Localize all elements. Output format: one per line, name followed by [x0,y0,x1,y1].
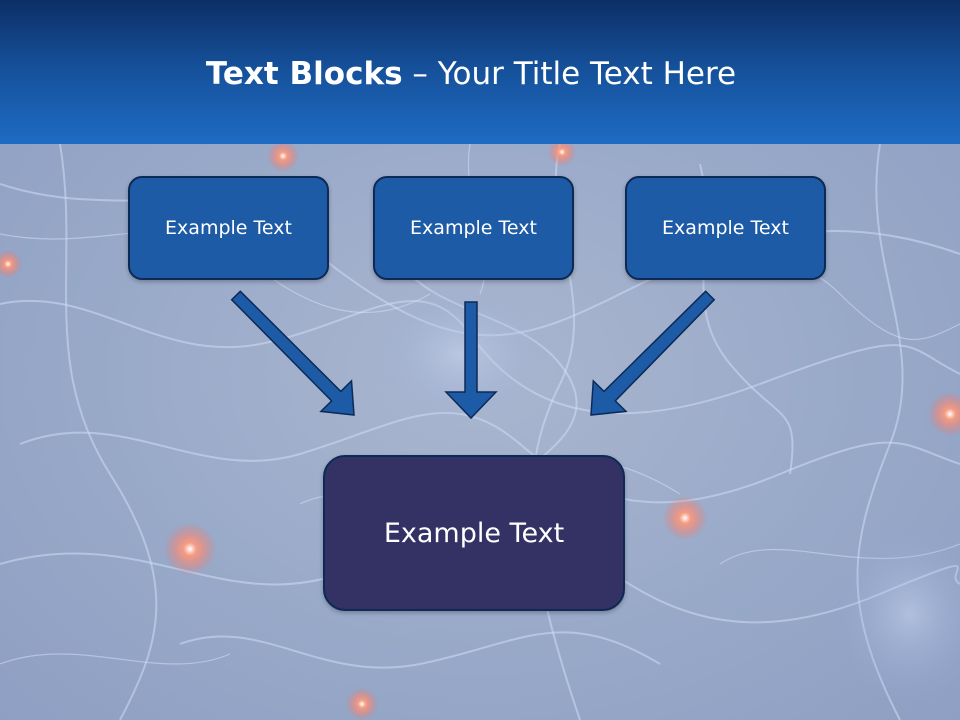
synapse-glow [267,144,299,172]
synapse-glow [663,496,707,540]
title-rest: Your Title Text Here [437,56,737,92]
synapse-glow [928,392,960,436]
arrow-right-diagonal [590,290,716,416]
title-bold-part: Text Blocks [205,56,403,92]
text-block-3: Example Text [625,176,826,280]
main-text-block: Example Text [323,455,625,611]
title-bar: Text Blocks – Your Title Text Here [0,0,960,144]
synapse-glow [548,144,576,166]
text-block-1: Example Text [128,176,329,280]
text-block-2: Example Text [373,176,574,280]
title-dash: – [402,56,438,92]
neuron-cell-body [830,524,960,704]
synapse-glow [0,250,22,278]
arrow-center-down [444,301,498,420]
synapse-glow [164,523,216,575]
synapse-glow [346,688,378,720]
arrow-left-diagonal [230,290,355,416]
slide-title: Text Blocks – Your Title Text Here [0,52,942,96]
neuron-cell-body [370,284,550,424]
